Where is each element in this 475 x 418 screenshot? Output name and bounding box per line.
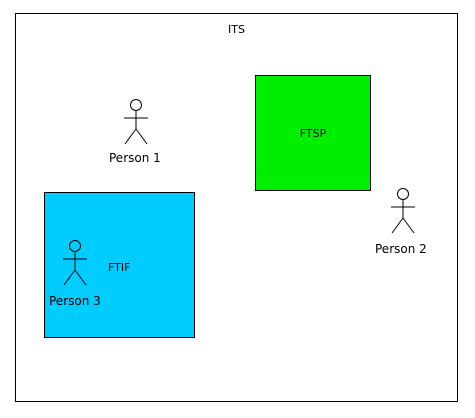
ftif-box: FTIF	[44, 192, 195, 338]
frame-title: ITS	[228, 23, 245, 36]
ftsp-label: FTSP	[299, 127, 327, 140]
person-1-label: Person 1	[109, 151, 161, 165]
actor-person-3-icon	[60, 240, 90, 288]
person-2-label: Person 2	[375, 242, 427, 256]
actor-person-2-icon	[388, 188, 418, 236]
ftif-label: FTIF	[108, 261, 131, 274]
ftsp-box: FTSP	[255, 75, 371, 191]
person-3-label: Person 3	[49, 294, 101, 308]
actor-person-1-icon	[121, 99, 151, 147]
